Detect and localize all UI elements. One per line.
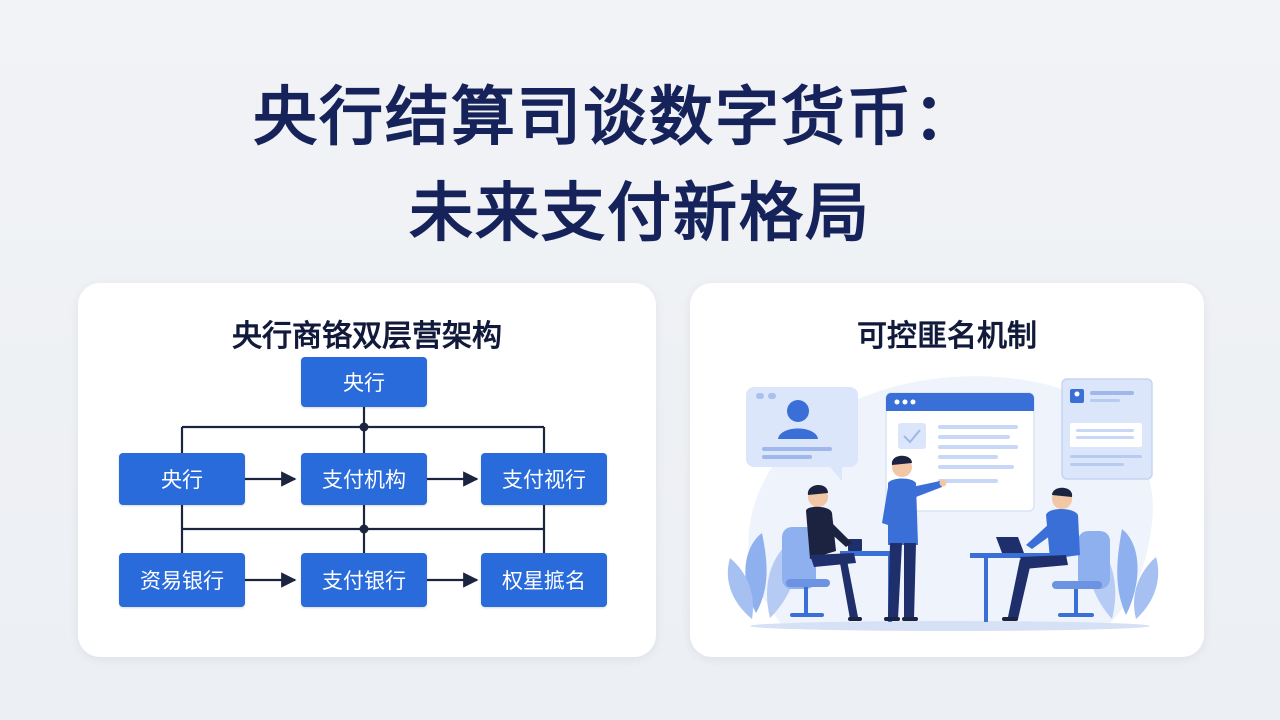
id-card [1061,378,1153,480]
anonymity-panel-title: 可控匪名机制 [857,319,1037,354]
chair-left [782,527,830,617]
junction-mid [359,524,369,534]
architecture-panel-title: 央行商铬双层营架构 [232,319,502,354]
node-label: 资易银行 [140,569,224,593]
desk-right [970,537,1062,622]
junction-top [359,422,369,432]
node-row2-center: 支付银行 [301,553,427,607]
office-team-illustration [727,376,1159,631]
architecture-panel: 央行商铬双层营架构 央行 [78,283,656,657]
person-standing-presenter [882,455,947,621]
page-title-line-1: 央行结算司谈数字货币： [253,81,979,155]
user-avatar-icon [787,400,809,422]
node-row1-left: 央行 [119,453,245,505]
node-row2-left: 资易银行 [119,553,245,607]
floor-shadow [750,621,1150,631]
architecture-connectors [180,407,546,588]
browser-window [885,392,1035,512]
node-row1-right: 支付视行 [481,453,607,505]
node-label: 权星掋名 [502,569,586,593]
node-label: 支付机构 [322,468,406,492]
node-label: 支付视行 [502,468,586,492]
node-central-bank-top: 央行 [301,357,427,407]
node-row2-right: 权星掋名 [481,553,607,607]
chair-right [1052,531,1110,617]
node-row1-center: 支付机构 [301,453,427,505]
person-left-seated [806,484,862,621]
person-right-seated [1002,487,1080,621]
node-label: 央行 [343,371,385,395]
profile-chat-card [746,387,858,481]
node-label: 央行 [161,468,203,492]
node-label: 支付银行 [322,569,406,593]
page-title-line-2: 未来支付新格局 [409,177,871,251]
anonymity-panel: 可控匪名机制 [690,283,1204,657]
